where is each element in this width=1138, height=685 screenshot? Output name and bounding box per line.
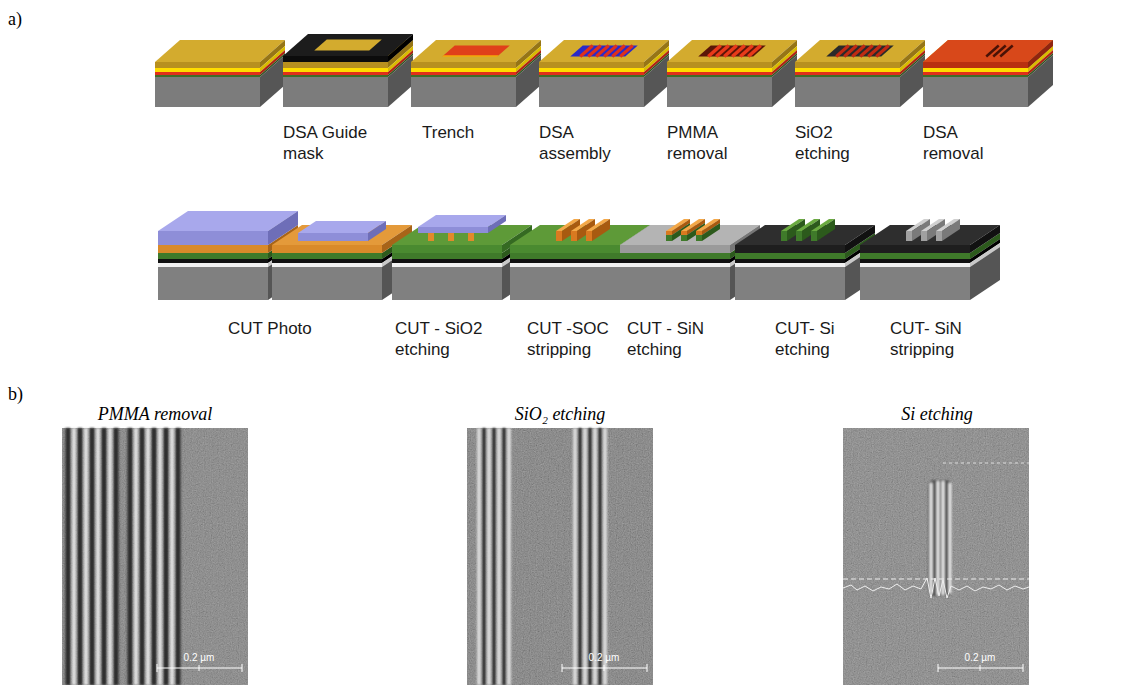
dsa-assembly-stack bbox=[539, 40, 669, 107]
pmma-removed-stack bbox=[667, 40, 797, 107]
scale-bar-label: 0.2 µm bbox=[574, 652, 634, 664]
cut-oxide-stack bbox=[272, 221, 412, 300]
scale-bar-label: 0.2 µm bbox=[950, 652, 1010, 664]
image-title: PMMA removal bbox=[35, 403, 275, 425]
step-caption: DSA Guide mask bbox=[283, 122, 378, 164]
step-caption: CUT - SiO2 etching bbox=[395, 318, 490, 360]
panel-letter: b) bbox=[8, 383, 23, 405]
cut-si-stack bbox=[735, 219, 875, 300]
step-caption: PMMA removal bbox=[667, 122, 747, 164]
step-caption: DSA removal bbox=[923, 122, 1003, 164]
step-caption: SiO2 etching bbox=[795, 122, 870, 164]
step-caption: CUT- Si etching bbox=[775, 318, 860, 360]
step-caption: CUT- SiN stripping bbox=[890, 318, 975, 360]
step-caption: DSA assembly bbox=[539, 122, 619, 164]
cut-strip-stack bbox=[860, 219, 1000, 300]
dsa-removed-stack bbox=[923, 40, 1053, 107]
sem-image bbox=[467, 428, 653, 685]
sem-image bbox=[62, 428, 248, 685]
scale-bar-label: 0.2 µm bbox=[169, 652, 229, 664]
step-caption: CUT - SiN etching bbox=[627, 318, 717, 360]
guide-mask-stack bbox=[283, 34, 413, 107]
trench-stack bbox=[411, 40, 541, 107]
step-caption: Trench bbox=[422, 122, 512, 143]
image-title: SiO₂ etching bbox=[440, 403, 680, 425]
step-caption: CUT -SOC stripping bbox=[527, 318, 617, 360]
step-caption: CUT Photo bbox=[228, 318, 348, 339]
image-title: Si etching bbox=[817, 403, 1057, 425]
sem-image bbox=[843, 428, 1029, 685]
oxide-etched-stack bbox=[795, 40, 925, 107]
panel-letter: a) bbox=[8, 8, 22, 30]
wafer-stack bbox=[155, 40, 285, 107]
